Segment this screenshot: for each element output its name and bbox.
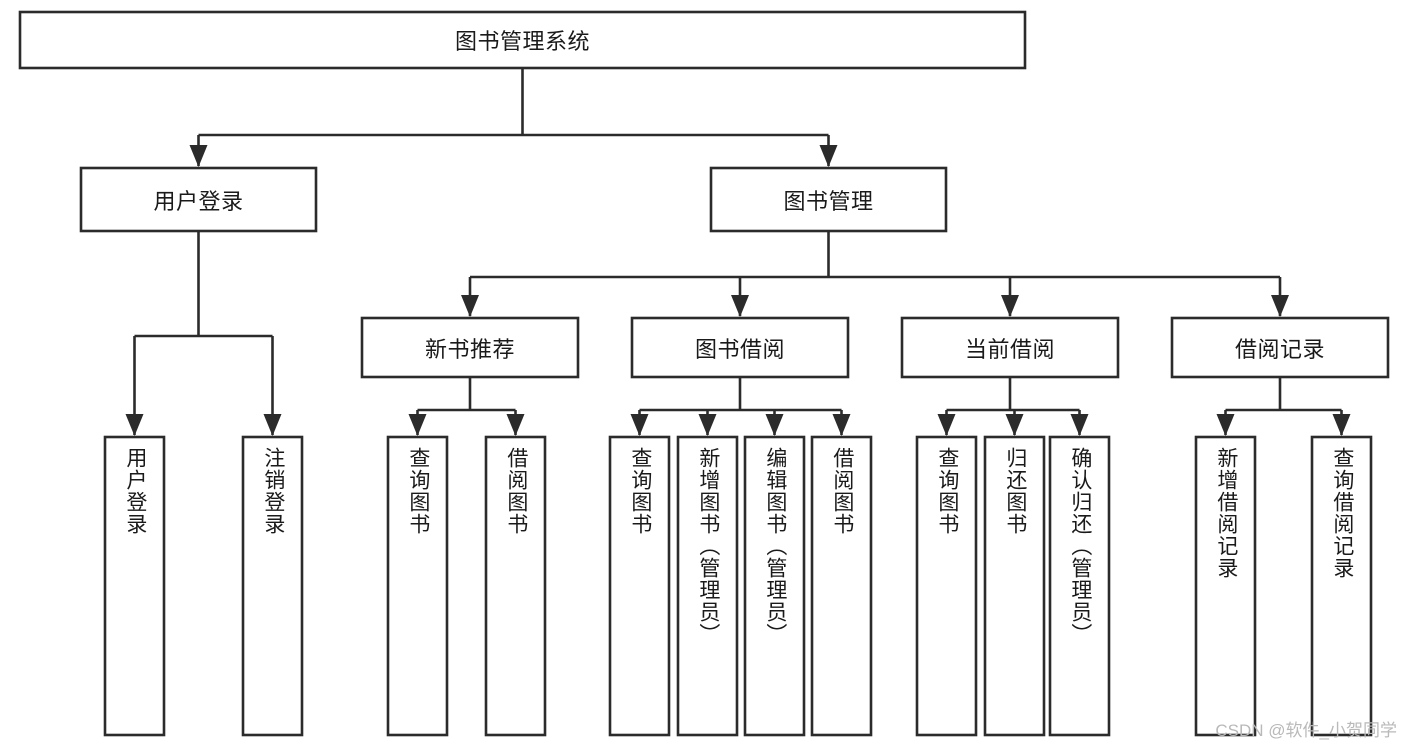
arrow-head-icon <box>1005 414 1024 436</box>
node-book-manage-box[interactable] <box>709 166 948 233</box>
node-leaf-query-record-box[interactable] <box>1310 435 1373 737</box>
arrow-head-icon <box>630 414 649 436</box>
node-leaf-query-book-borrow-box[interactable] <box>608 435 671 737</box>
node-leaf-add-book-box[interactable] <box>676 435 739 737</box>
node-leaf-borrow-book-box[interactable] <box>810 435 873 737</box>
node-borrow-record-box[interactable] <box>1170 316 1390 379</box>
node-leaf-borrow-book-rec-box[interactable] <box>484 435 547 737</box>
node-leaf-edit-book-box[interactable] <box>743 435 806 737</box>
arrow-head-icon <box>832 414 851 436</box>
node-leaf-user-login-box[interactable] <box>103 435 166 737</box>
node-leaf-logout-box[interactable] <box>241 435 304 737</box>
node-leaf-query-book-rec-box[interactable] <box>386 435 449 737</box>
arrow-head-icon <box>125 414 144 436</box>
node-current-borrow-box[interactable] <box>900 316 1120 379</box>
arrow-head-icon <box>1332 414 1351 436</box>
node-layer <box>18 10 1390 737</box>
arrow-head-icon <box>408 414 427 436</box>
arrow-head-icon <box>1271 295 1289 317</box>
node-leaf-confirm-return-box[interactable] <box>1048 435 1111 737</box>
arrow-head-icon <box>1001 295 1019 317</box>
node-leaf-query-book-current-box[interactable] <box>915 435 978 737</box>
node-leaf-add-record-box[interactable] <box>1194 435 1257 737</box>
arrow-head-icon <box>698 414 717 436</box>
arrow-head-icon <box>1216 414 1235 436</box>
node-book-borrow-box[interactable] <box>630 316 850 379</box>
node-leaf-return-book-box[interactable] <box>983 435 1046 737</box>
arrow-head-icon <box>731 295 749 317</box>
arrow-head-icon <box>819 145 838 167</box>
node-root-box[interactable] <box>18 10 1027 70</box>
arrow-head-icon <box>461 295 479 317</box>
arrow-head-icon <box>937 414 956 436</box>
arrow-head-icon <box>506 414 525 436</box>
watermark-text: CSDN @软件_小贺同学 <box>1215 721 1397 740</box>
arrow-head-icon <box>263 414 282 436</box>
connector-layer <box>125 68 1351 436</box>
node-user-login-box[interactable] <box>79 166 318 233</box>
arrow-head-icon <box>1070 414 1089 436</box>
arrow-head-icon <box>765 414 784 436</box>
arrow-head-icon <box>189 145 208 167</box>
node-new-book-recommend-box[interactable] <box>360 316 580 379</box>
